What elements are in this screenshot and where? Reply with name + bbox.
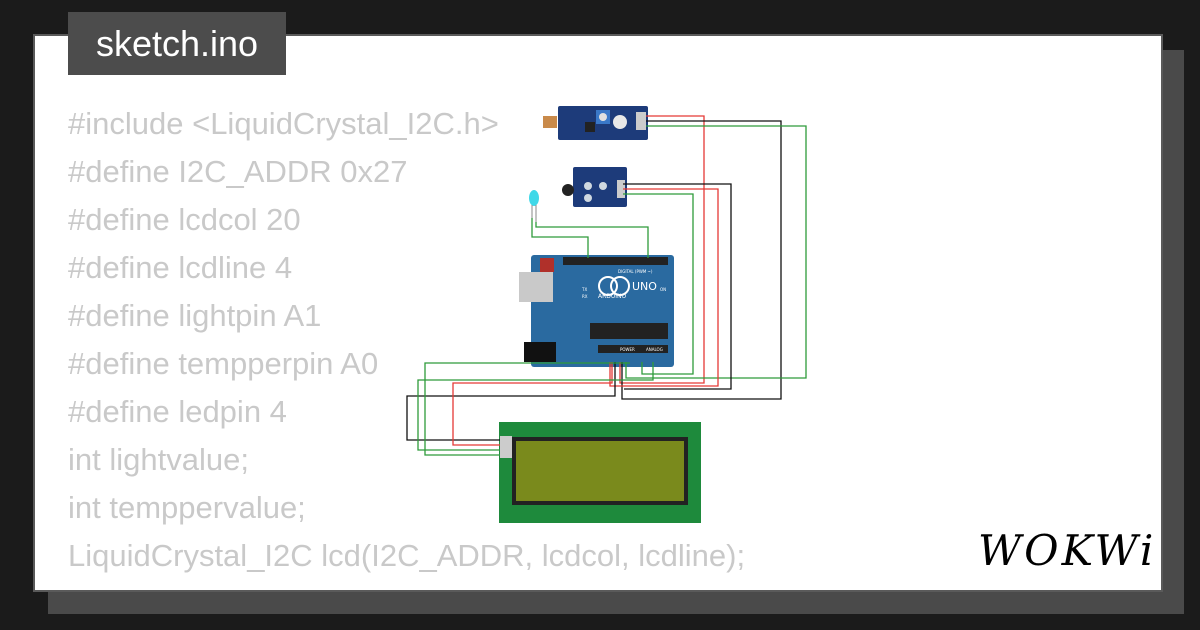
- wokwi-logo: WOKWi: [978, 526, 1157, 575]
- on-led-label: ON: [660, 287, 666, 292]
- code-line: LiquidCrystal_I2C lcd(I2C_ADDR, lcdcol, …: [68, 538, 746, 573]
- light-sensor-module: [543, 106, 648, 140]
- lcd-display: [499, 422, 701, 523]
- board-brand-label: ARDUINO: [598, 293, 627, 300]
- code-line: #define tempperpin A0: [68, 346, 379, 381]
- code-line: #define lcdcol 20: [68, 202, 301, 237]
- board-model-label: UNO: [632, 280, 657, 293]
- analog-pins-label: ANALOG: [646, 347, 663, 352]
- arduino-uno-board: UNO ARDUINO DIGITAL (PWM ~) ANALOG POWER…: [519, 255, 674, 367]
- wires: [406, 115, 807, 456]
- circuit-diagram: UNO ARDUINO DIGITAL (PWM ~) ANALOG POWER…: [406, 106, 807, 523]
- tx-led-label: TX: [581, 287, 587, 292]
- code-preview: #include <LiquidCrystal_I2C.h> #define I2…: [68, 100, 745, 580]
- code-line: int temppervalue;: [68, 490, 306, 525]
- code-line: #define I2C_ADDR 0x27: [68, 154, 408, 189]
- rx-led-label: RX: [582, 294, 588, 299]
- code-line: #define lightpin A1: [68, 298, 322, 333]
- file-name-tab: sketch.ino: [68, 12, 286, 75]
- digital-pins-label: DIGITAL (PWM ~): [618, 269, 653, 274]
- code-line: int lightvalue;: [68, 442, 249, 477]
- code-line: #define lcdline 4: [68, 250, 293, 285]
- code-line: #include <LiquidCrystal_I2C.h>: [68, 106, 499, 141]
- led-icon: [529, 190, 539, 222]
- temperature-sensor-module: [562, 167, 627, 207]
- power-pins-label: POWER: [620, 347, 635, 352]
- code-line: #define ledpin 4: [68, 394, 287, 429]
